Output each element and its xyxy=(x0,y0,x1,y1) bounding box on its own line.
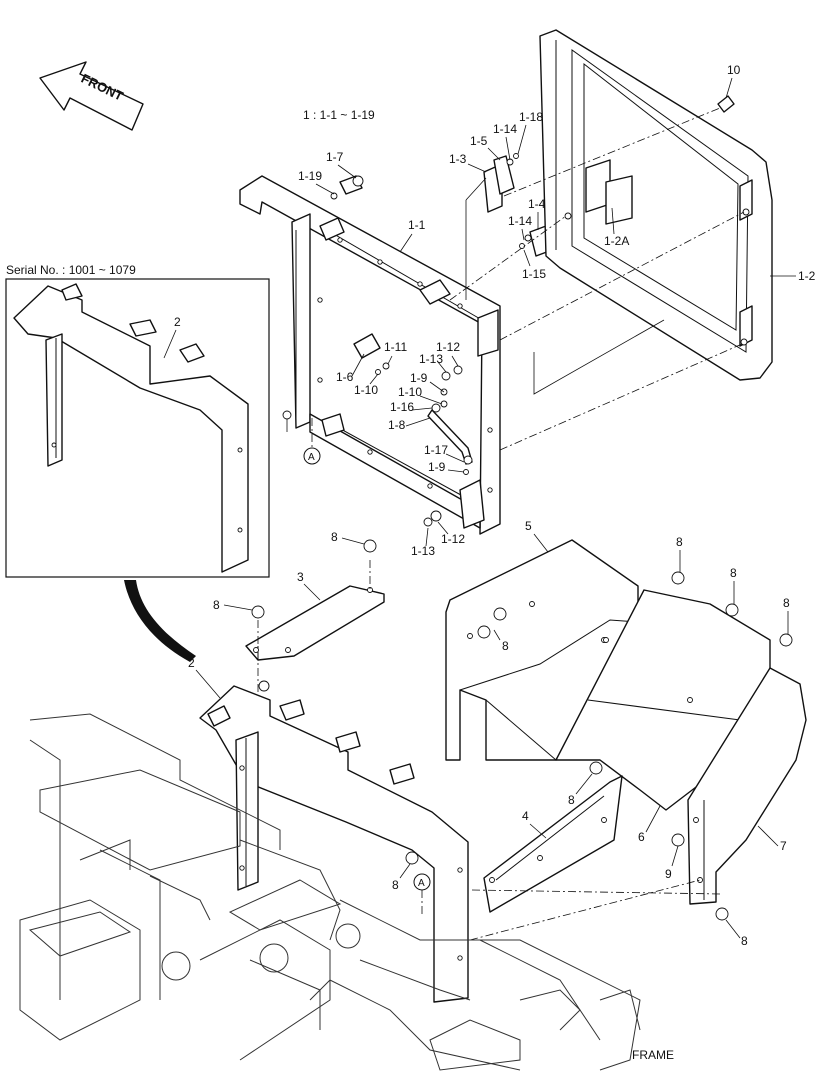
callout-1-5: 1-5 xyxy=(470,134,488,148)
bracket-3 xyxy=(245,585,385,661)
bolt-10 xyxy=(717,95,735,113)
callout-5: 5 xyxy=(525,519,532,533)
bracket-2 xyxy=(199,680,469,1003)
inset-pointer xyxy=(124,580,196,662)
callout-1-1: 1-1 xyxy=(408,218,426,232)
callout-8-top-left: 8 xyxy=(331,530,338,544)
door-panel-1-2 xyxy=(539,29,773,381)
callout-1-6: 1-6 xyxy=(336,370,354,384)
callout-6: 6 xyxy=(638,830,645,844)
callout-8-r2: 8 xyxy=(730,566,737,580)
callout-8-r3: 8 xyxy=(783,596,790,610)
ref-mark-a-top-label: A xyxy=(308,452,315,463)
callout-1-17: 1-17 xyxy=(424,443,448,457)
front-arrow: FRONT xyxy=(39,61,144,131)
serial-inset: Serial No. : 1001 ~ 1079 2 xyxy=(5,263,270,578)
callout-labels: 1-7 1-19 1-1 1-3 1-5 1-14 1-18 10 1-4 1-… xyxy=(188,63,816,948)
callout-1-3: 1-3 xyxy=(449,152,467,166)
ref-mark-a-bottom: A xyxy=(413,873,431,916)
callout-1-10-mid: 1-10 xyxy=(398,385,422,399)
range-note: 1 : 1-1 ~ 1-19 xyxy=(303,108,375,122)
serial-note: Serial No. : 1001 ~ 1079 xyxy=(6,263,136,277)
callout-1-9-bottom: 1-9 xyxy=(428,460,446,474)
callout-1-13-top: 1-13 xyxy=(419,352,443,366)
callout-4: 4 xyxy=(522,809,529,823)
plate-4 xyxy=(483,775,623,913)
cover-5 xyxy=(445,539,639,761)
callout-2: 2 xyxy=(188,656,195,670)
callout-9: 9 xyxy=(665,867,672,881)
callout-1-9-top: 1-9 xyxy=(410,371,428,385)
callout-1-2: 1-2 xyxy=(798,269,816,283)
callout-1-16: 1-16 xyxy=(390,400,414,414)
frame-assembly-1-1 xyxy=(239,175,501,535)
callout-1-12-top: 1-12 xyxy=(436,340,460,354)
callout-8-r1: 8 xyxy=(676,535,683,549)
callout-1-12-bottom: 1-12 xyxy=(441,532,465,546)
inset-part-label: 2 xyxy=(174,315,181,329)
frame-label: FRAME xyxy=(632,1048,674,1062)
callout-8-cover5: 8 xyxy=(502,639,509,653)
callout-1-10-left: 1-10 xyxy=(354,383,378,397)
machine-frame xyxy=(19,713,641,1071)
callout-10: 10 xyxy=(727,63,741,77)
callout-1-15: 1-15 xyxy=(522,267,546,281)
ref-mark-a-top: A xyxy=(303,418,321,465)
callout-1-4: 1-4 xyxy=(528,197,546,211)
callout-1-8: 1-8 xyxy=(388,418,406,432)
ref-mark-a-bottom-label: A xyxy=(418,878,425,889)
callout-1-7: 1-7 xyxy=(326,150,344,164)
callout-1-14-top: 1-14 xyxy=(493,122,517,136)
callout-7: 7 xyxy=(780,839,787,853)
bracket-1-5 xyxy=(493,155,515,195)
callout-8-bracket2: 8 xyxy=(392,878,399,892)
callout-3: 3 xyxy=(297,570,304,584)
callout-8-plate4: 8 xyxy=(568,793,575,807)
callout-1-11: 1-11 xyxy=(384,340,407,354)
callout-8-left: 8 xyxy=(213,598,220,612)
callout-1-2a: 1-2A xyxy=(604,234,629,248)
callout-1-19: 1-19 xyxy=(298,169,322,183)
callout-1-13-bottom: 1-13 xyxy=(411,544,435,558)
callout-1-18: 1-18 xyxy=(519,110,543,124)
callout-1-14-mid: 1-14 xyxy=(508,214,532,228)
rod-1-8 xyxy=(427,409,473,465)
callout-8-bottom-right: 8 xyxy=(741,934,748,948)
clip-1-6 xyxy=(353,333,381,359)
cover-7 xyxy=(687,667,807,905)
